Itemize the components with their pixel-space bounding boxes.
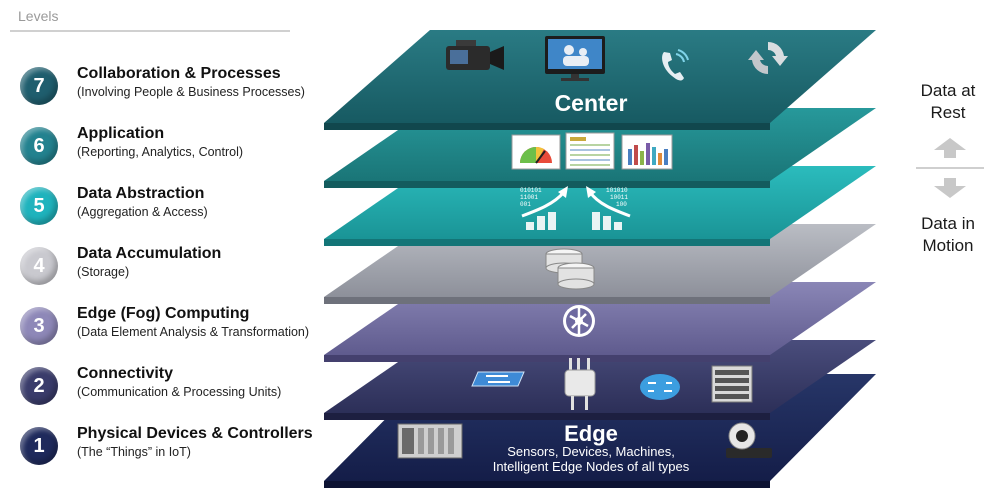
dashboard-report-icon (511, 134, 561, 170)
telepresence-screen-icon (545, 36, 605, 81)
level-7-title: Collaboration & Processes (77, 65, 281, 82)
level-3-subtitle: (Data Element Analysis & Transformation) (77, 325, 310, 339)
spreadsheet-report-icon (565, 132, 615, 170)
level-2-number: 2 (20, 367, 58, 405)
abstraction-down-icon: 101010 10011 100 (586, 186, 631, 230)
data-at-rest-line-1: Data at (920, 81, 976, 100)
center-label: Center (555, 90, 628, 116)
router-icon (640, 374, 680, 400)
edge-caption-line-1: Sensors, Devices, Machines, (507, 444, 675, 459)
level-5-title: Data Abstraction (77, 185, 205, 202)
svg-text:100: 100 (616, 201, 627, 208)
levels-header: Levels (18, 8, 59, 24)
level-7: 7 Collaboration & Processes (Involving P… (20, 65, 350, 109)
level-5-number: 5 (20, 187, 58, 225)
up-arrow-icon (934, 138, 966, 158)
level-2-title: Connectivity (77, 365, 174, 382)
level-2: 2 Connectivity (Communication & Processi… (20, 365, 350, 409)
down-arrow-icon (934, 178, 966, 198)
level-4-title: Data Accumulation (77, 245, 222, 262)
phone-icon (662, 49, 689, 81)
level-4-number: 4 (20, 247, 58, 285)
svg-text:001: 001 (520, 201, 531, 208)
level-1: 1 Physical Devices & Controllers (The “T… (20, 425, 350, 469)
level-4: 4 Data Accumulation (Storage) (20, 245, 350, 289)
access-point-icon (564, 358, 596, 410)
level-3: 3 Edge (Fog) Computing (Data Element Ana… (20, 305, 350, 349)
level-5-subtitle: (Aggregation & Access) (77, 205, 208, 219)
data-in-motion-label: Data in Motion (912, 213, 984, 257)
edge-caption-line-2: Intelligent Edge Nodes of all types (493, 459, 690, 474)
svg-text:101010: 101010 (606, 187, 628, 194)
level-3-number: 3 (20, 307, 58, 345)
level-1-title: Physical Devices & Controllers (77, 425, 313, 442)
data-at-rest-line-2: Rest (930, 103, 966, 122)
level-3-title: Edge (Fog) Computing (77, 305, 250, 322)
level-7-number: 7 (20, 67, 58, 105)
level-2-subtitle: (Communication & Processing Units) (77, 385, 282, 399)
data-in-motion-line-1: Data in (921, 214, 975, 233)
level-7-subtitle: (Involving People & Business Processes) (77, 85, 305, 99)
rack-server-icon (711, 365, 753, 403)
level-4-subtitle: (Storage) (77, 265, 130, 279)
svg-text:010101: 010101 (520, 187, 542, 194)
data-at-rest-label: Data at Rest (912, 80, 984, 124)
level-5: 5 Data Abstraction (Aggregation & Access… (20, 185, 350, 229)
data-in-motion-line-2: Motion (922, 236, 974, 255)
camera-device-icon (726, 422, 772, 458)
abstraction-up-icon: 010101 11001 001 (520, 186, 568, 230)
level-6: 6 Application (Reporting, Analytics, Con… (20, 125, 350, 169)
header-divider (10, 30, 290, 32)
controller-device-icon (397, 423, 463, 459)
switch-icon (471, 371, 525, 387)
level-6-subtitle: (Reporting, Analytics, Control) (77, 145, 244, 159)
fog-computing-icon (563, 305, 595, 337)
level-1-subtitle: (The “Things” in IoT) (77, 445, 191, 459)
sync-icon (748, 41, 788, 75)
level-6-title: Application (77, 125, 165, 142)
svg-text:11001: 11001 (520, 194, 538, 201)
svg-text:10011: 10011 (610, 194, 628, 201)
level-6-number: 6 (20, 127, 58, 165)
level-1-number: 1 (20, 427, 58, 465)
video-camera-icon (446, 40, 504, 70)
bar-chart-report-icon (621, 134, 673, 170)
edge-label: Edge (564, 421, 618, 446)
database-icon (545, 248, 595, 290)
